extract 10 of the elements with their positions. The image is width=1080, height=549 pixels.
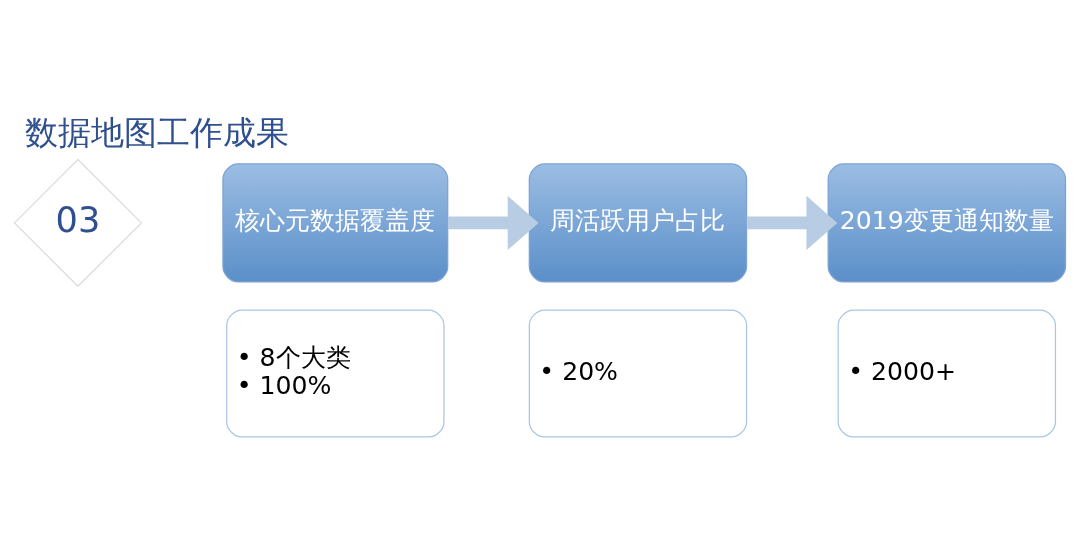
node-box: 周活跃用户占比: [528, 162, 748, 283]
arrow: [447, 195, 539, 250]
node-box: • 20%: [528, 309, 748, 438]
node-box: 核心元数据覆盖度: [222, 162, 449, 283]
node-diamond: 03: [13, 158, 143, 287]
arrow: [746, 195, 838, 250]
node-box: • 2000+: [837, 309, 1057, 438]
diagram-title: 数据地图工作成果: [25, 113, 290, 152]
node-box: • 8个大类 • 100%: [226, 309, 445, 438]
node-box: 2019变更通知数量: [827, 162, 1067, 283]
